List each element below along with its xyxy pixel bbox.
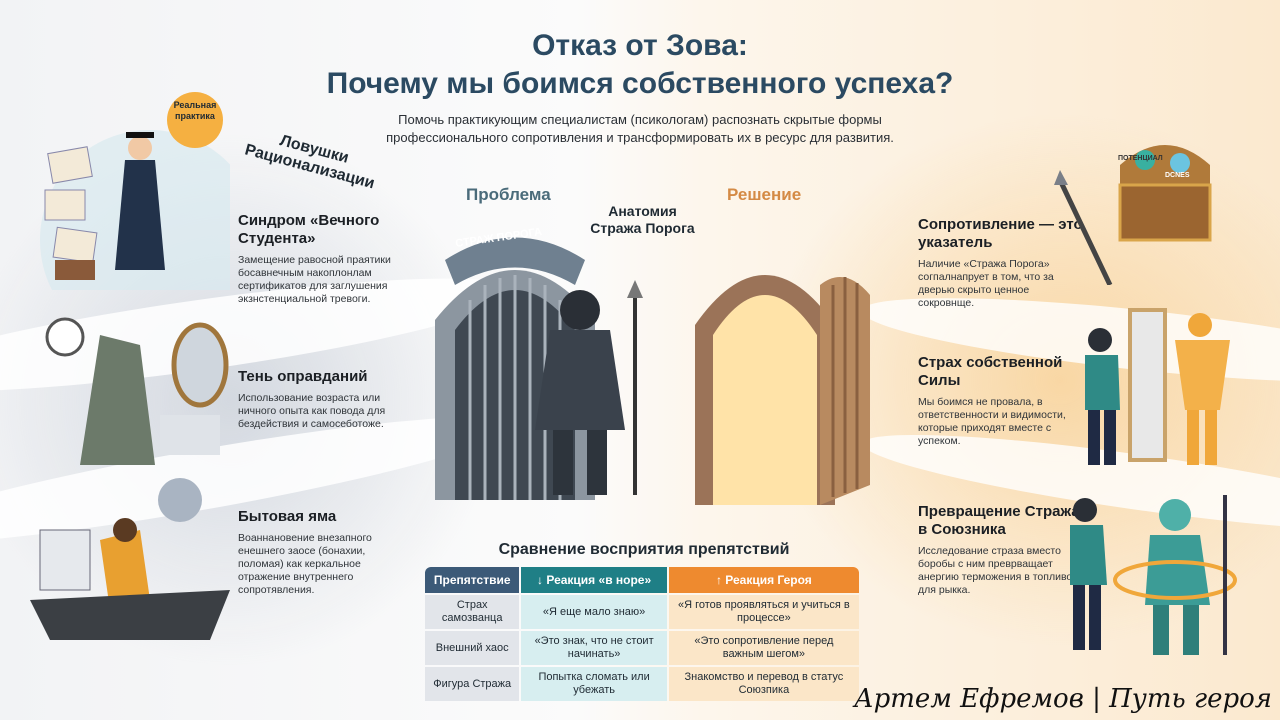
real-practice-badge: Реальная практика: [173, 100, 217, 121]
problem-label: Проблема: [466, 185, 551, 204]
solution-label: Решение: [727, 185, 802, 204]
table-row: Страх самозванца«Я еще мало знаю»«Я гото…: [425, 595, 859, 629]
author-signature: Артем Ефремов | Путь героя: [853, 684, 1272, 714]
cell: Знакомство и перевод в статус Союзпика: [668, 667, 859, 701]
cell: «Я еще мало знаю»: [521, 595, 667, 629]
cell: «Я готов проявляться и учиться в процесс…: [668, 595, 859, 629]
comparison-table: Препятствие ↓ Реакция «в норе» ↑ Реакция…: [423, 565, 861, 703]
page-title: Отказ от Зова:Почему мы боимся собственн…: [326, 29, 954, 100]
header-obstacle: Препятствие: [425, 567, 520, 593]
open-door-illustration: [695, 275, 870, 505]
guardian-knight-illustration: [535, 280, 643, 495]
table-row: Внешний хаос«Это знак, что не стоит начи…: [425, 631, 859, 665]
chest-label-dcnes: DCNES: [1165, 172, 1190, 179]
cell: «Это сопротивление перед важным шегом»: [668, 631, 859, 665]
header-burrow-reaction: ↓ Реакция «в норе»: [521, 567, 667, 593]
shadow-excuses-illustration: [45, 317, 229, 465]
cell: Страх самозванца: [425, 595, 520, 629]
cell: «Это знак, что не стоит начинать»: [521, 631, 667, 665]
chest-label-potential: ПОТЕНЦИАЛ: [1118, 155, 1163, 162]
graduate-illustration: [40, 92, 230, 290]
header-hero-reaction: ↑ Реакция Героя: [668, 567, 859, 593]
section-eternal-student: Синдром «Вечного Студента»Замещение раво…: [238, 212, 391, 305]
guardian-ally-illustration: [1070, 495, 1237, 655]
table-header-row: Препятствие ↓ Реакция «в норе» ↑ Реакция…: [425, 567, 859, 593]
treasure-chest-illustration: [1054, 145, 1212, 285]
cell: Внешний хаос: [425, 631, 520, 665]
cell: Фигура Стража: [425, 667, 520, 701]
cell: Попытка сломать или убежать: [521, 667, 667, 701]
mirror-power-illustration: [1085, 308, 1230, 465]
comparison-table-title: Сравнение восприятия препятствий: [498, 541, 790, 558]
household-pit-illustration: [30, 478, 230, 640]
subtitle: Помочь практикующим специалистам (псикол…: [386, 112, 894, 145]
